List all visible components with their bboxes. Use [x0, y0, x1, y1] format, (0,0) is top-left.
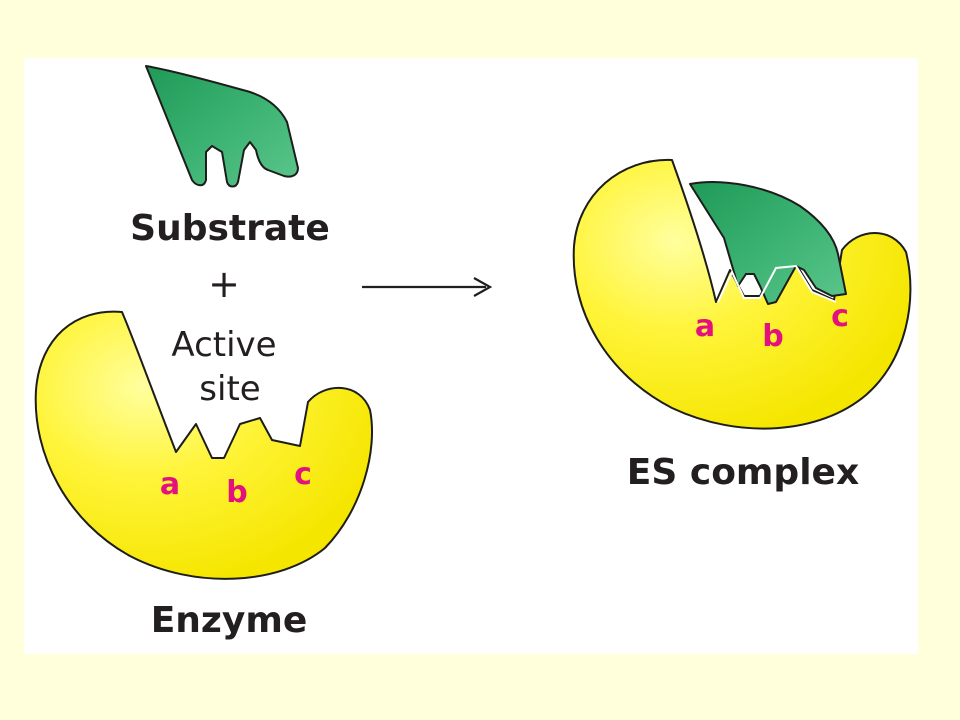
- enzyme-site-c: c: [294, 457, 312, 492]
- complex-site-b: b: [762, 319, 783, 354]
- reaction-arrow-head: [473, 277, 493, 297]
- enzyme-site-a: a: [160, 467, 180, 502]
- enzyme-label: Enzyme: [151, 600, 308, 641]
- enzyme-shape: [34, 310, 373, 580]
- active-site-label-line1: Active: [171, 325, 276, 365]
- plus-sign: +: [208, 262, 240, 306]
- active-site-label-line2: site: [199, 369, 260, 409]
- complex-site-c: c: [831, 299, 849, 334]
- substrate-label: Substrate: [130, 208, 330, 249]
- enzyme-site-b: b: [226, 475, 247, 510]
- bound-substrate-gap: [717, 264, 837, 303]
- substrate-shape: [145, 65, 299, 188]
- es-complex-label: ES complex: [627, 452, 859, 493]
- bound-substrate-shape: [689, 181, 847, 305]
- complex-site-a: a: [695, 309, 715, 344]
